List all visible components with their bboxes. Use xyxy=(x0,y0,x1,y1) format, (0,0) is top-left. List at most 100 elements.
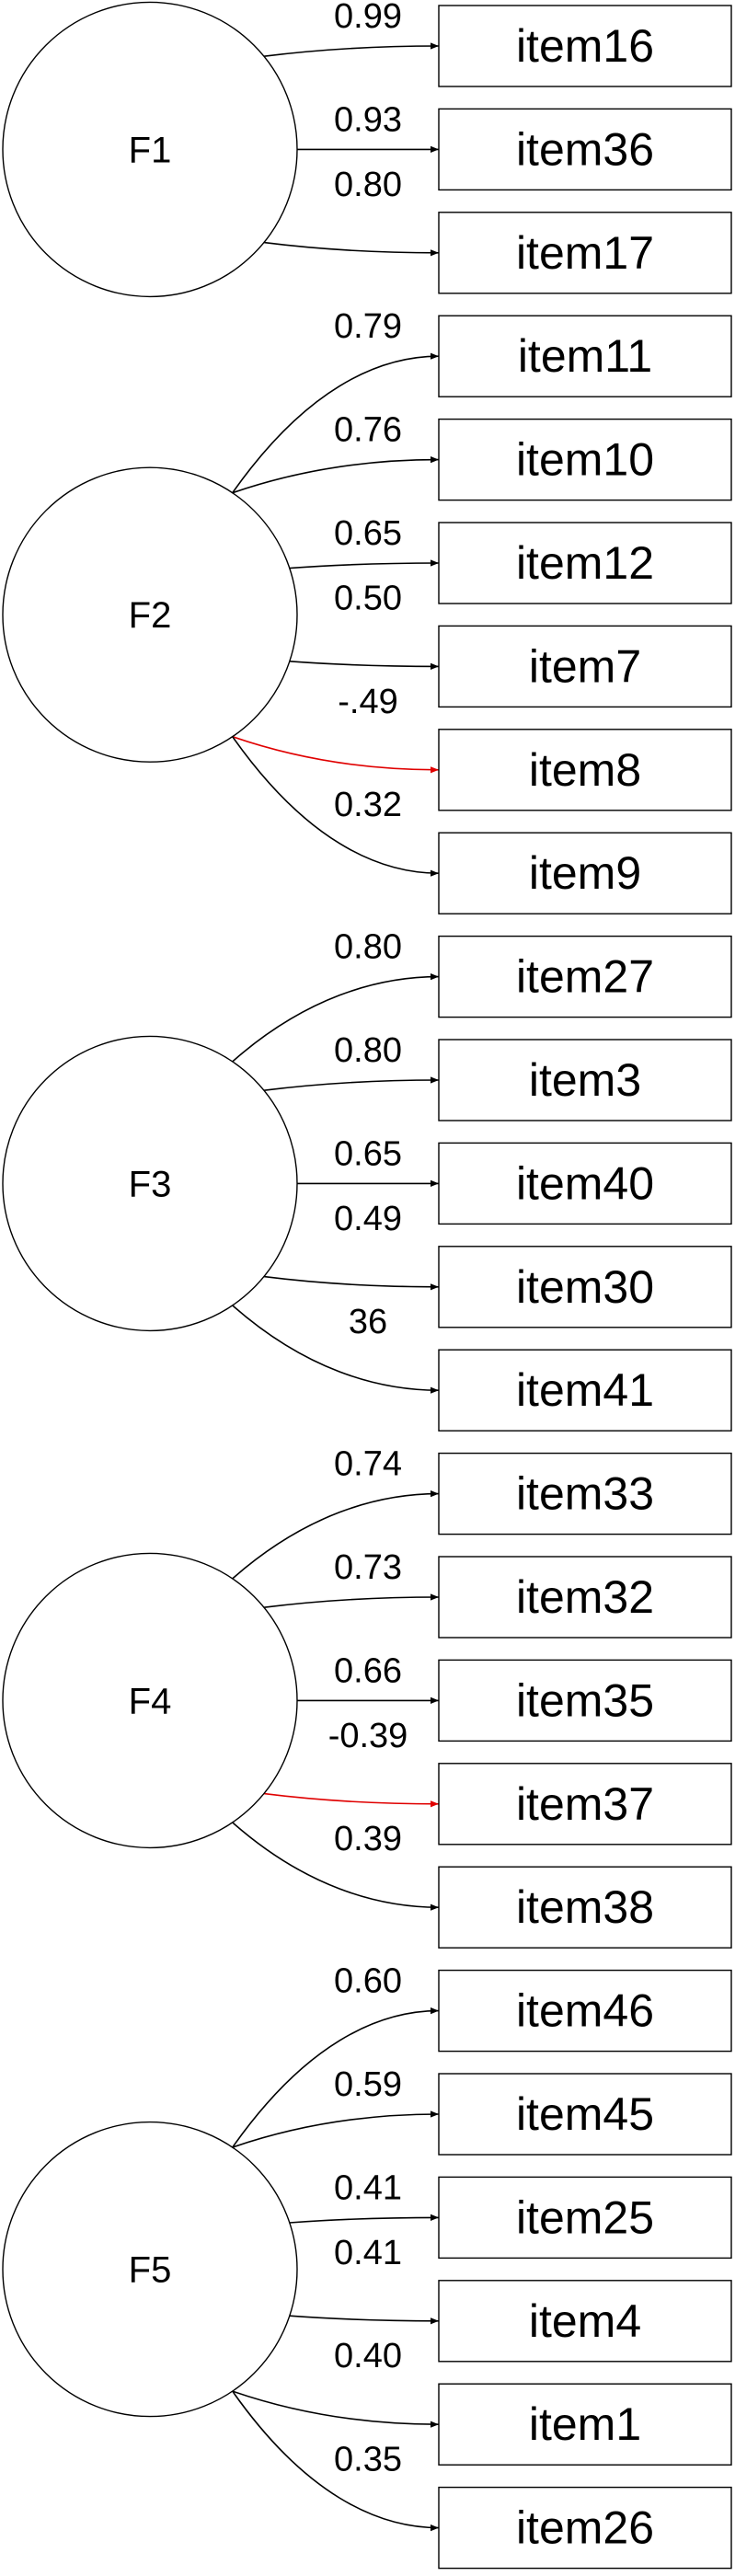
item-label: item1 xyxy=(529,2398,641,2450)
item-box-item46 xyxy=(438,1969,732,2053)
item-label: item9 xyxy=(529,847,641,899)
factor-label: F3 xyxy=(129,1164,172,1204)
loading-label: 0.65 xyxy=(334,1134,402,1173)
item-label: item45 xyxy=(516,2088,654,2140)
factor-circle-f4 xyxy=(2,1552,298,1849)
loading-path-item30 xyxy=(263,1275,440,1291)
item-label: item30 xyxy=(516,1261,654,1313)
item-box-item37 xyxy=(438,1763,732,1846)
item-box-item41 xyxy=(438,1349,732,1432)
loading-label: 0.80 xyxy=(334,166,402,204)
item-label: item7 xyxy=(529,640,641,692)
item-box-item40 xyxy=(438,1142,732,1225)
loading-label: 0.40 xyxy=(334,2337,402,2375)
item-label: item33 xyxy=(516,1468,654,1520)
loading-label: 0.76 xyxy=(334,411,402,450)
loading-label: 0.74 xyxy=(334,1445,402,1484)
loading-path-item16 xyxy=(263,42,440,57)
item-label: item36 xyxy=(516,123,654,175)
loading-label: 0.49 xyxy=(334,1200,402,1238)
item-box-item30 xyxy=(438,1246,732,1328)
loading-path-item45 xyxy=(232,2110,440,2148)
item-box-item25 xyxy=(438,2176,732,2260)
loading-path-item3 xyxy=(263,1076,440,1091)
loading-path-item32 xyxy=(263,1593,440,1608)
item-label: item8 xyxy=(529,744,641,796)
item-label: item46 xyxy=(516,1985,654,2037)
loading-path-item41 xyxy=(232,1305,440,1394)
loading-path-item46 xyxy=(232,2007,440,2148)
item-box-item35 xyxy=(438,1659,732,1742)
loading-label: 0.59 xyxy=(334,2065,402,2104)
item-box-item7 xyxy=(438,625,732,708)
loading-label: 0.80 xyxy=(334,928,402,967)
item-box-item26 xyxy=(438,2486,732,2570)
item-box-item36 xyxy=(438,108,732,191)
item-label: item38 xyxy=(516,1881,654,1933)
item-box-item8 xyxy=(438,729,732,811)
item-label: item41 xyxy=(516,1364,654,1416)
loading-label: 36 xyxy=(349,1303,387,1341)
loading-label: 0.39 xyxy=(334,1820,402,1858)
item-box-item12 xyxy=(438,522,732,604)
item-label: item10 xyxy=(516,434,654,486)
item-box-item11 xyxy=(438,315,732,397)
loading-path-item12 xyxy=(289,559,440,569)
paths-layer xyxy=(232,42,440,2532)
loading-label: 0.79 xyxy=(334,307,402,346)
item-box-item38 xyxy=(438,1866,732,1949)
factor-label: F5 xyxy=(129,2250,172,2291)
item-label: item27 xyxy=(516,951,654,1003)
item-box-item3 xyxy=(438,1039,732,1121)
factor-circle-f1 xyxy=(2,1,298,298)
item-box-item45 xyxy=(438,2073,732,2156)
factor-circle-f3 xyxy=(2,1035,298,1332)
item-label: item16 xyxy=(516,20,654,72)
factor-label: F2 xyxy=(129,595,172,636)
loading-path-item7 xyxy=(289,661,440,670)
factor-label: F1 xyxy=(129,130,172,170)
item-box-item17 xyxy=(438,212,732,294)
loading-path-item4 xyxy=(289,2315,440,2325)
loading-label: 0.93 xyxy=(334,100,402,139)
loading-path-item9 xyxy=(232,736,440,877)
factor-circle-f2 xyxy=(2,466,298,763)
item-label: item11 xyxy=(518,330,652,382)
item-label: item35 xyxy=(516,1674,654,1726)
item-label: item37 xyxy=(516,1778,654,1830)
item-box-item16 xyxy=(438,5,732,87)
loading-label: 0.32 xyxy=(334,786,402,824)
loading-label: 0.41 xyxy=(334,2168,402,2207)
loading-path-item27 xyxy=(232,973,440,1063)
item-box-item9 xyxy=(438,832,732,914)
text-layer: F1item160.99item360.93item170.80F2item11… xyxy=(129,0,654,2554)
loading-label: 0.50 xyxy=(334,579,402,617)
item-label: item40 xyxy=(516,1157,654,1209)
loading-path-item11 xyxy=(232,352,440,494)
item-label: item3 xyxy=(529,1054,641,1106)
loading-path-item38 xyxy=(232,1822,440,1911)
loading-label: 0.41 xyxy=(334,2234,402,2272)
loading-path-item37 xyxy=(263,1792,440,1808)
loading-label: 0.60 xyxy=(334,1962,402,2001)
item-box-item33 xyxy=(438,1452,732,1535)
loading-label: 0.35 xyxy=(334,2441,402,2479)
loading-label: 0.73 xyxy=(334,1548,402,1587)
loading-path-item8 xyxy=(232,735,440,774)
factor-circle-f5 xyxy=(2,2121,298,2418)
item-label: item32 xyxy=(516,1571,654,1623)
item-label: item4 xyxy=(529,2295,641,2347)
loading-label: 0.99 xyxy=(334,0,402,36)
item-label: item12 xyxy=(516,537,654,589)
item-box-item32 xyxy=(438,1556,732,1639)
item-box-item27 xyxy=(438,935,732,1018)
item-box-item1 xyxy=(438,2383,732,2466)
loading-label: 0.65 xyxy=(334,514,402,553)
item-label: item26 xyxy=(516,2502,654,2554)
loading-path-item1 xyxy=(232,2390,440,2428)
loading-path-item25 xyxy=(289,2214,440,2224)
loading-path-item33 xyxy=(232,1490,440,1580)
loading-label: 0.66 xyxy=(334,1651,402,1690)
